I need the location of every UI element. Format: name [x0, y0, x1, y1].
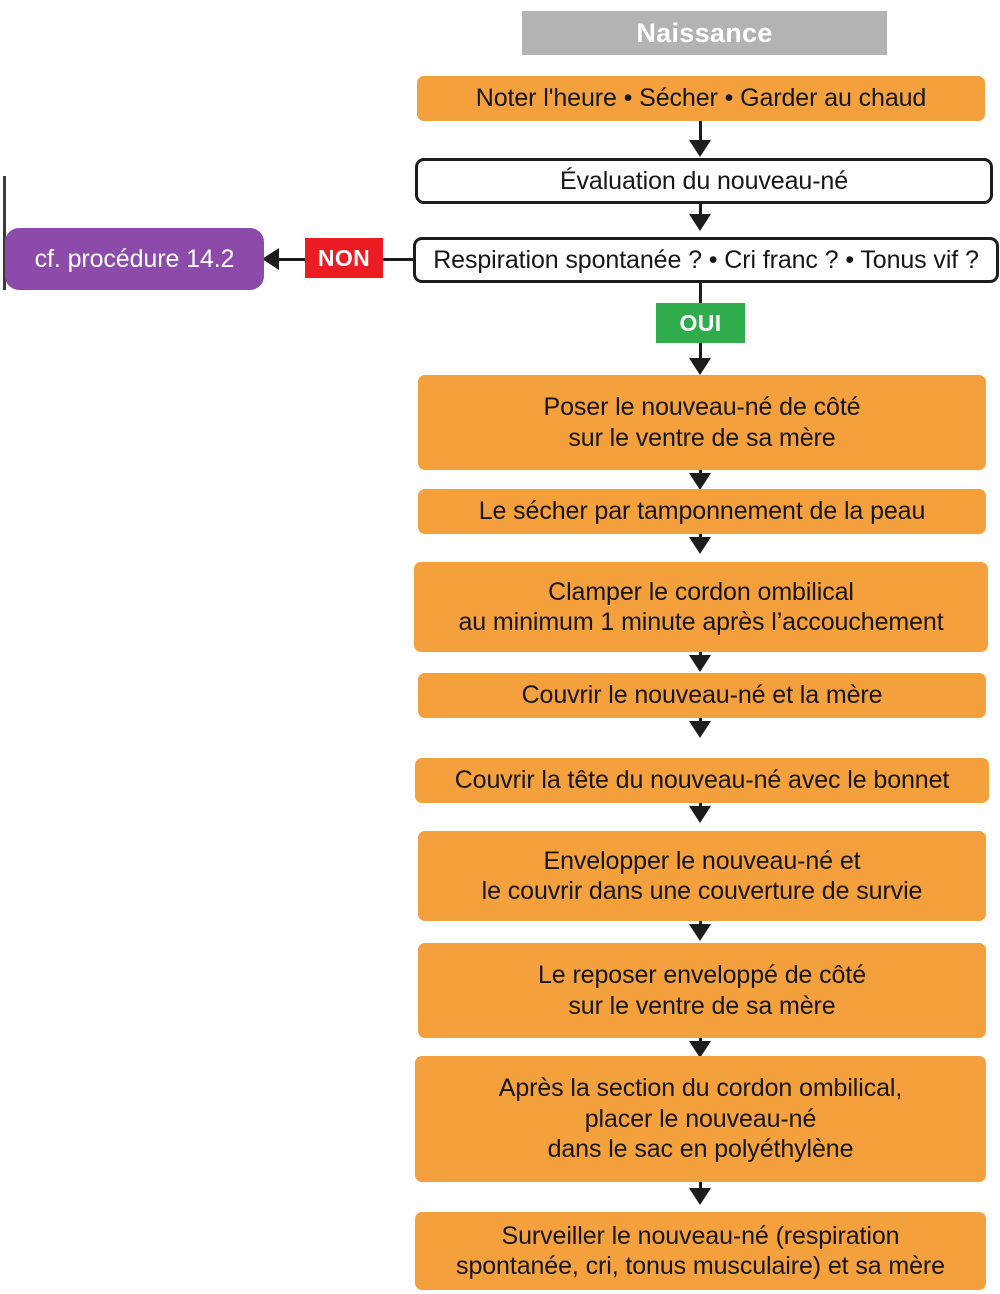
reference-label: cf. procédure 14.2	[34, 244, 235, 273]
badge-oui-label: OUI	[679, 309, 722, 336]
node-reposer-enveloppe[interactable]: Le reposer enveloppé de côté sur le vent…	[418, 943, 986, 1038]
arrow-n4-n5-icon	[689, 473, 711, 490]
node-label: Couvrir la tête du nouveau-né avec le bo…	[454, 766, 950, 795]
node-evaluation[interactable]: Évaluation du nouveau-né	[415, 158, 993, 204]
arrow-non-icon	[262, 248, 279, 270]
node-label: Le reposer enveloppé de côté sur le vent…	[538, 961, 866, 1020]
arrow-n1-n2-icon	[689, 140, 711, 157]
arrow-oui-icon	[689, 358, 711, 375]
node-couvrir-tete-bonnet[interactable]: Couvrir la tête du nouveau-né avec le bo…	[415, 758, 989, 803]
arrow-n11-n12-icon	[689, 1188, 711, 1205]
node-decision-respiration[interactable]: Respiration spontanée ? • Cri franc ? • …	[413, 237, 999, 283]
node-label: Surveiller le nouveau-né (respiration sp…	[456, 1221, 945, 1281]
arrow-n2-n3-icon	[689, 214, 711, 231]
page-edge-rule	[3, 176, 6, 290]
connector-n2-n3	[699, 204, 702, 220]
node-label: Envelopper le nouveau-né et le couvrir d…	[481, 846, 923, 906]
node-label: Clamper le cordon ombilical au minimum 1…	[458, 577, 944, 637]
node-sac-polyethylene[interactable]: Après la section du cordon ombilical, pl…	[415, 1056, 986, 1182]
node-poser-nouveau-ne[interactable]: Poser le nouveau-né de côté sur le ventr…	[418, 375, 986, 470]
arrow-n8-n9-icon	[689, 806, 711, 823]
node-label: Le sécher par tamponnement de la peau	[478, 497, 926, 526]
arrow-n7-n8-icon	[689, 721, 711, 738]
node-secher-tamponnement[interactable]: Le sécher par tamponnement de la peau	[418, 489, 986, 534]
arrow-n6-n7-icon	[689, 655, 711, 672]
node-couvrir-nouveau-ne-mere[interactable]: Couvrir le nouveau-né et la mère	[418, 673, 986, 718]
node-label: Poser le nouveau-né de côté sur le ventr…	[543, 393, 861, 452]
connector-n1-n2	[699, 121, 702, 147]
node-envelopper-couverture-survie[interactable]: Envelopper le nouveau-né et le couvrir d…	[418, 831, 986, 921]
node-label: Noter l'heure • Sécher • Garder au chaud	[475, 84, 927, 113]
node-label: Couvrir le nouveau-né et la mère	[521, 681, 883, 710]
arrow-n9-n10-icon	[689, 924, 711, 941]
badge-oui: OUI	[656, 303, 745, 343]
node-label: Après la section du cordon ombilical, pl…	[498, 1074, 903, 1164]
node-surveiller-nouveau-ne[interactable]: Surveiller le nouveau-né (respiration sp…	[415, 1212, 986, 1290]
arrow-n10-n11-icon	[689, 1041, 711, 1058]
arrow-n5-n6-icon	[689, 537, 711, 554]
node-label: Évaluation du nouveau-né	[559, 166, 849, 195]
node-clamper-cordon[interactable]: Clamper le cordon ombilical au minimum 1…	[414, 562, 988, 652]
node-reference-procedure[interactable]: cf. procédure 14.2	[5, 228, 264, 290]
badge-non: NON	[305, 238, 383, 278]
node-noter-lheure[interactable]: Noter l'heure • Sécher • Garder au chaud	[417, 76, 985, 121]
badge-non-label: NON	[317, 244, 371, 271]
header-label: Naissance	[636, 17, 773, 48]
header-naissance: Naissance	[522, 11, 887, 55]
node-label: Respiration spontanée ? • Cri franc ? • …	[433, 245, 979, 274]
